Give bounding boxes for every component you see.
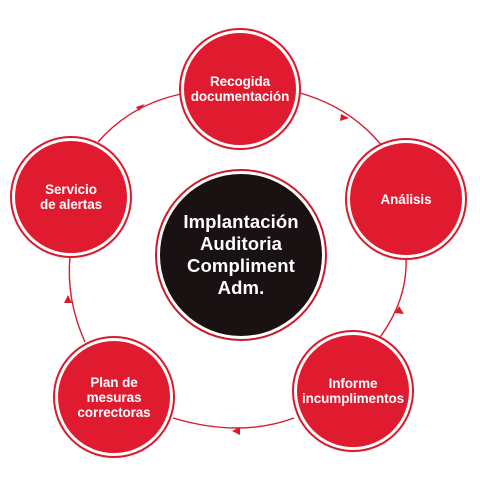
center-node-label: Implantación Auditoria Compliment Adm.	[183, 211, 299, 298]
node-analisis: Análisis	[347, 140, 465, 258]
node-recogida-label: Recogida documentación	[190, 74, 290, 104]
arrow-to-informe	[395, 306, 404, 314]
node-informe-label: Informe incumplimentos	[301, 376, 405, 406]
node-analisis-label: Análisis	[380, 191, 432, 207]
arrow-to-analisis	[340, 114, 349, 121]
node-recogida-documentacion: Recogida documentación	[181, 30, 299, 148]
node-informe-incumplimentos: Informe incumplimentos	[294, 332, 412, 450]
node-servicio-alertas: Servicio de alertas	[12, 138, 130, 256]
connector-servicio-to-recogida	[97, 93, 182, 143]
center-node: Implantación Auditoria Compliment Adm.	[157, 171, 325, 339]
arrow-to-servicio	[64, 295, 72, 303]
node-plan-label: Plan de mesuras correctoras	[77, 374, 151, 420]
node-servicio-label: Servicio de alertas	[39, 182, 103, 212]
connector-analisis-to-informe	[377, 257, 407, 341]
arrow-to-plan	[232, 427, 240, 435]
connector-informe-to-plan	[172, 417, 295, 429]
arrow-to-recogida	[136, 104, 145, 111]
node-plan-mesuras-correctoras: Plan de mesuras correctoras	[55, 338, 173, 456]
connector-plan-to-servicio	[68, 255, 86, 343]
